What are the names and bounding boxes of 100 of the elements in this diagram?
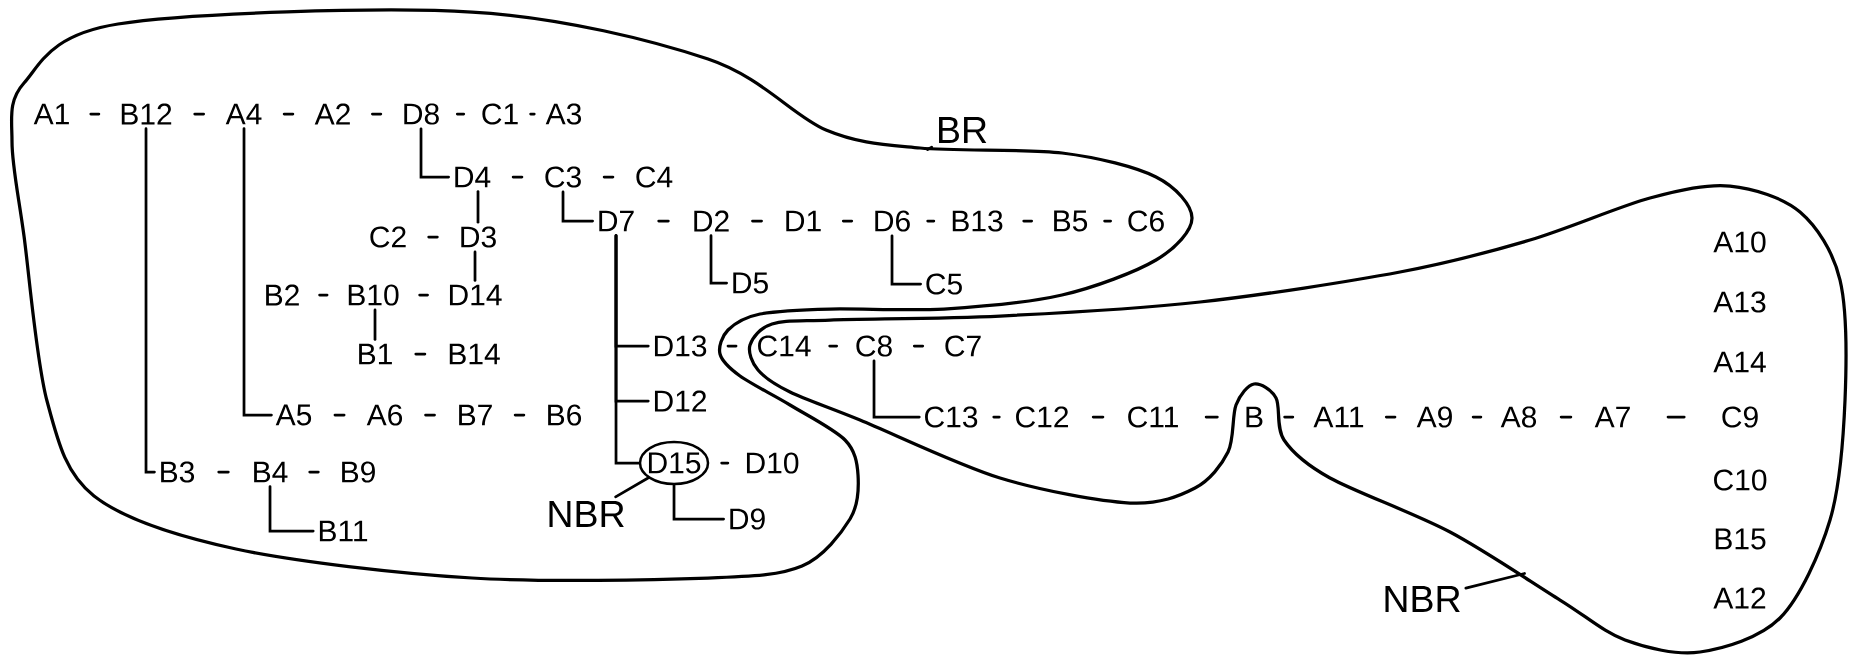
item-label: C9	[1722, 406, 1758, 428]
item-label: A12	[1713, 587, 1766, 609]
item-label: D6	[875, 210, 910, 232]
connector-line	[373, 308, 377, 341]
dash-connector	[720, 461, 730, 465]
item-label: B13	[952, 210, 1003, 232]
dash-connector	[1384, 415, 1397, 419]
connector-line	[561, 190, 594, 223]
connector-line	[473, 250, 477, 282]
item-label: D15	[648, 452, 701, 474]
dash-connector	[418, 293, 429, 297]
item-label: C10	[1714, 469, 1767, 491]
dash-connector	[751, 219, 763, 223]
dash-connector	[1666, 415, 1686, 419]
item-label: D5	[733, 272, 768, 294]
leader-line	[614, 476, 650, 499]
dash-connector	[511, 175, 524, 179]
item-label: C11	[1128, 406, 1178, 428]
dash-connector	[1283, 415, 1295, 419]
dash-connector	[1559, 415, 1573, 419]
connector-line	[476, 190, 480, 224]
dash-connector	[455, 112, 466, 116]
item-label: B12	[121, 103, 172, 125]
dash-connector	[926, 219, 936, 223]
dash-connector	[424, 413, 436, 417]
connector-line	[672, 483, 725, 521]
dash-connector	[1471, 415, 1483, 419]
item-label: C13	[925, 406, 978, 428]
item-label: D2	[694, 210, 729, 232]
dash-connector	[602, 175, 615, 179]
item-label: D13	[654, 335, 707, 357]
item-label: B4	[254, 461, 288, 483]
item-label: B10	[348, 284, 399, 306]
item-label: C3	[545, 166, 581, 188]
item-label: B1	[359, 343, 392, 365]
dash-connector	[333, 413, 346, 417]
dash-connector	[318, 293, 329, 297]
dash-connector	[371, 112, 383, 116]
item-label: B7	[459, 404, 492, 426]
dash-connector	[89, 112, 101, 116]
dash-connector	[657, 219, 670, 223]
item-label: C7	[945, 335, 981, 357]
dash-connector	[414, 352, 427, 356]
dash-connector	[193, 112, 205, 116]
leader-line	[926, 145, 934, 151]
dash-connector	[992, 415, 1001, 419]
connector-line	[419, 127, 450, 179]
item-label: C14	[758, 335, 811, 357]
item-label: B2	[266, 284, 299, 306]
dash-connector	[1022, 219, 1033, 223]
item-label: A10	[1713, 231, 1766, 253]
dash-connector	[912, 344, 925, 348]
connector-line	[268, 485, 315, 533]
dash-connector	[1091, 415, 1105, 419]
item-label: B14	[449, 343, 500, 365]
region-label: BR	[939, 117, 987, 143]
item-label: A7	[1594, 406, 1630, 428]
dash-connector	[513, 413, 526, 417]
dash-connector	[828, 344, 839, 348]
leader-line	[1464, 572, 1526, 590]
region-label: NBR	[549, 501, 624, 527]
item-label: D9	[730, 508, 765, 530]
item-label: A13	[1713, 291, 1766, 313]
item-label: D3	[461, 226, 496, 248]
item-label: D7	[599, 210, 634, 232]
item-label: A11	[1313, 406, 1364, 428]
connector-line	[242, 127, 273, 417]
item-label: B5	[1054, 210, 1088, 232]
item-label: D8	[404, 103, 439, 125]
item-label: C1	[482, 103, 518, 125]
item-label: D12	[654, 390, 706, 412]
item-label: A8	[1500, 406, 1537, 428]
dash-connector	[1103, 219, 1112, 223]
item-label: B3	[161, 461, 195, 483]
item-label: D4	[455, 166, 491, 188]
item-label: B9	[342, 461, 375, 483]
item-label: C12	[1016, 406, 1068, 428]
item-label: A9	[1416, 406, 1452, 428]
item-label: B	[1246, 406, 1263, 428]
dash-connector	[427, 235, 439, 239]
item-label: C8	[856, 335, 892, 357]
item-label: B15	[1715, 528, 1766, 550]
item-label: A4	[225, 103, 262, 125]
item-label: B11	[319, 520, 368, 542]
item-label: A2	[314, 103, 350, 125]
item-label: C2	[370, 226, 406, 248]
dash-connector	[1204, 415, 1219, 419]
item-label: A6	[366, 404, 403, 426]
connector-line	[144, 127, 156, 474]
connector-line	[890, 234, 922, 286]
dash-connector	[217, 470, 230, 474]
item-label: C6	[1128, 210, 1164, 232]
item-label: A5	[275, 404, 312, 426]
item-label: D14	[449, 284, 502, 306]
dash-connector	[282, 112, 295, 116]
dash-connector	[726, 344, 738, 348]
connector-line	[709, 234, 728, 285]
connector-line	[614, 234, 641, 465]
dash-connector	[529, 112, 536, 116]
item-label: C5	[926, 273, 962, 295]
